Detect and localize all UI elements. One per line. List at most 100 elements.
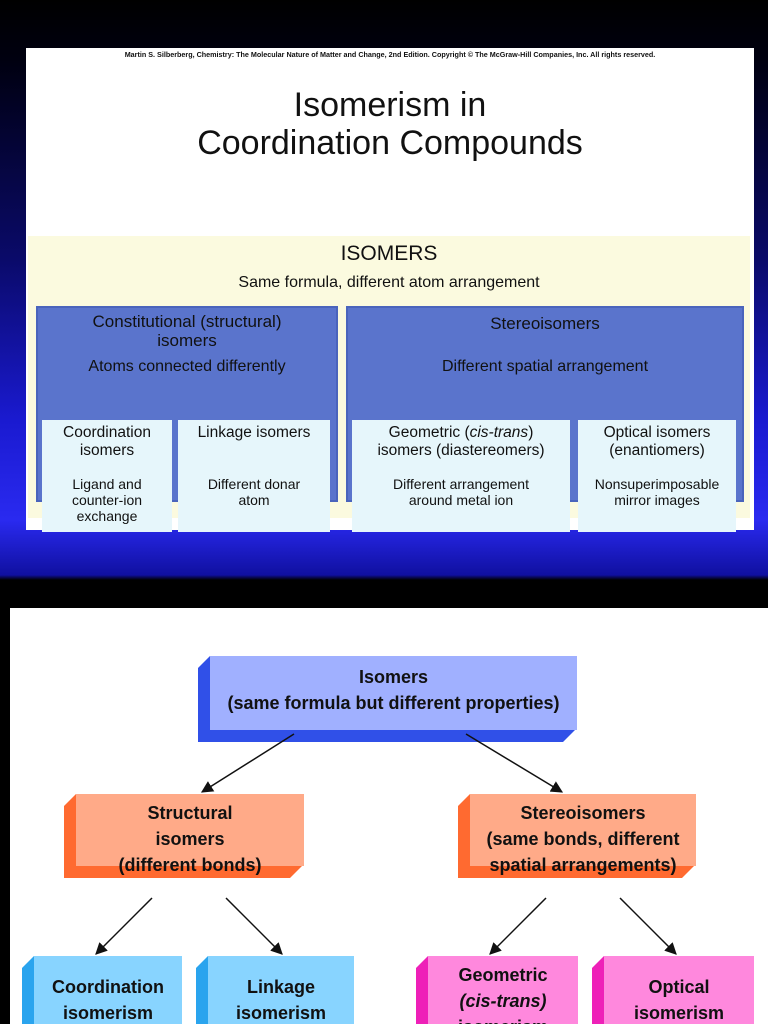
geometric-cell-desc: Different arrangement around metal ion — [352, 476, 570, 508]
node-structural-isomers: Structural isomers (different bonds) — [76, 800, 304, 878]
node-coordination-line1: Coordination — [52, 977, 164, 997]
node-isomers: Isomers (same formula but different prop… — [210, 664, 577, 716]
arrow-root-to-structural — [200, 733, 295, 793]
node-geometric-line3: isomerism — [428, 1014, 578, 1024]
linkage-cell-title: Linkage isomers — [178, 424, 330, 442]
isomers-panel: ISOMERS Same formula, different atom arr… — [28, 236, 750, 532]
geometric-title-pre: Geometric ( — [388, 424, 470, 441]
stereo-node-left-side — [458, 794, 470, 878]
optical-cell-desc: Nonsuperimposable mirror images — [578, 476, 736, 508]
isomers-definition: Same formula, different atom arrangement — [238, 274, 540, 291]
node-structural-line3: (different bonds) — [118, 855, 262, 875]
coordination-title-line2: isomers — [79, 442, 135, 459]
structural-node-face — [76, 794, 304, 866]
root-node-face — [210, 656, 577, 730]
coordination-cell-desc: Ligand and counter-ion exchange — [42, 476, 172, 524]
node-structural-line1: Structural — [147, 803, 233, 823]
node-stereo-line2: (same bonds, different — [486, 829, 680, 849]
coordination-node-left-side — [22, 956, 34, 1024]
flowchart-graphics — [22, 656, 754, 1024]
optical-node-shape — [592, 956, 754, 1024]
isomers-heading: ISOMERS — [340, 242, 438, 265]
stereoisomers-title: Stereoisomers — [490, 314, 600, 333]
constitutional-subtitle: Atoms connected differently — [88, 358, 286, 375]
linkage-node-shape — [196, 956, 354, 1024]
linkage-cell-desc: Different donar atom — [178, 476, 330, 508]
linkage-title-line1: Linkage isomers — [197, 424, 311, 441]
constitutional-title: Constitutional (structural) isomers — [38, 312, 336, 350]
coordination-desc-line2: counter-ion — [71, 492, 143, 508]
geometric-desc-line1: Different arrangement — [393, 476, 529, 492]
root-node-shape — [198, 656, 577, 742]
slide-constitutional-overview: Martin S. Silberberg, Chemistry: The Mol… — [26, 48, 754, 532]
node-optical-line1: Optical — [648, 977, 710, 997]
stereoisomers-subtitle: Different spatial arrangement — [441, 358, 649, 375]
arrow-stereo-to-geometric — [489, 897, 547, 955]
node-stereo-line1: Stereoisomers — [520, 803, 646, 823]
coordination-node-face — [34, 956, 182, 1024]
coordination-cell-title: Coordination isomers — [42, 424, 172, 460]
optical-title-line1: Optical isomers — [603, 424, 711, 441]
linkage-node-left-side — [196, 956, 208, 1024]
node-optical-isomerism: Optical isomerism — [604, 974, 754, 1024]
node-coordination-line2: isomerism — [62, 1003, 154, 1023]
node-geometric-line2: (cis-trans) — [459, 991, 547, 1011]
optical-cell-title: Optical isomers (enantiomers) — [578, 424, 736, 460]
geometric-title-italic: cis-trans — [469, 424, 529, 441]
geometric-desc-line2: around metal ion — [408, 492, 514, 508]
geometric-isomers-cell: Geometric (cis-trans) isomers (diastereo… — [352, 420, 570, 532]
copyright-credit: Martin S. Silberberg, Chemistry: The Mol… — [124, 50, 656, 59]
root-node-bottom-side — [198, 730, 575, 742]
title-line-2: Coordination Compounds — [197, 124, 583, 162]
node-coordination-isomerism: Coordination isomerism — [34, 974, 182, 1024]
node-structural-line2: isomers — [155, 829, 225, 849]
geometric-title-line2: isomers (diastereomers) — [377, 442, 545, 459]
constitutional-title-line1: Constitutional (structural) — [92, 312, 282, 331]
slide-title: Isomerism in Coordination Compounds — [26, 86, 754, 162]
arrow-stereo-to-optical — [619, 897, 677, 955]
structural-node-bottom-side — [64, 866, 302, 878]
optical-node-face — [604, 956, 754, 1024]
slide-isomer-flowchart: Isomers (same formula but different prop… — [10, 608, 768, 1024]
node-optical-line2: isomerism — [633, 1003, 725, 1023]
coordination-desc-line3: exchange — [76, 508, 138, 524]
node-stereoisomers: Stereoisomers (same bonds, different spa… — [470, 800, 696, 878]
structural-node-left-side — [64, 794, 76, 878]
optical-isomers-cell: Optical isomers (enantiomers) Nonsuperim… — [578, 420, 736, 532]
constitutional-isomers-box: Constitutional (structural) isomers Atom… — [36, 306, 338, 532]
constitutional-title-line2: isomers — [157, 331, 217, 350]
arrow-structural-to-coordination — [95, 897, 153, 955]
stereo-node-shape — [458, 794, 696, 878]
node-stereo-line3: spatial arrangements) — [489, 855, 677, 875]
arrow-root-to-stereo — [465, 733, 564, 793]
title-line-1: Isomerism in — [293, 86, 487, 124]
node-linkage-line1: Linkage — [246, 977, 316, 997]
linkage-isomers-cell: Linkage isomers Different donar atom — [178, 420, 330, 532]
stereo-node-bottom-side — [458, 866, 694, 878]
geometric-title-post: ) — [528, 424, 534, 441]
linkage-node-face — [208, 956, 354, 1024]
geometric-cell-title: Geometric (cis-trans) isomers (diastereo… — [352, 424, 570, 460]
root-node-left-side — [198, 656, 210, 742]
linkage-desc-line1: Different donar — [207, 476, 301, 492]
node-isomers-line2: (same formula but different properties) — [227, 693, 560, 713]
stereo-node-face — [470, 794, 696, 866]
geometric-node-shape — [416, 956, 578, 1024]
coordination-node-shape — [22, 956, 182, 1024]
geometric-node-left-side — [416, 956, 428, 1024]
optical-desc-line2: mirror images — [614, 492, 700, 508]
optical-desc-line1: Nonsuperimposable — [594, 476, 720, 492]
node-geometric-isomerism: Geometric (cis-trans) isomerism — [428, 962, 578, 1024]
geometric-node-face — [428, 956, 578, 1024]
coordination-isomers-cell: Coordination isomers Ligand and counter-… — [42, 420, 172, 532]
optical-node-left-side — [592, 956, 604, 1024]
coordination-title-line1: Coordination — [63, 424, 151, 441]
linkage-desc-line2: atom — [238, 492, 270, 508]
geometric-title-line1: Geometric (cis-trans) — [352, 424, 570, 442]
node-isomers-line1: Isomers — [358, 667, 429, 687]
node-linkage-line2: isomerism — [235, 1003, 327, 1023]
node-geometric-line1: Geometric — [458, 965, 548, 985]
structural-node-shape — [64, 794, 304, 878]
optical-title-line2: (enantiomers) — [609, 442, 705, 459]
node-linkage-isomerism: Linkage isomerism — [208, 974, 354, 1024]
